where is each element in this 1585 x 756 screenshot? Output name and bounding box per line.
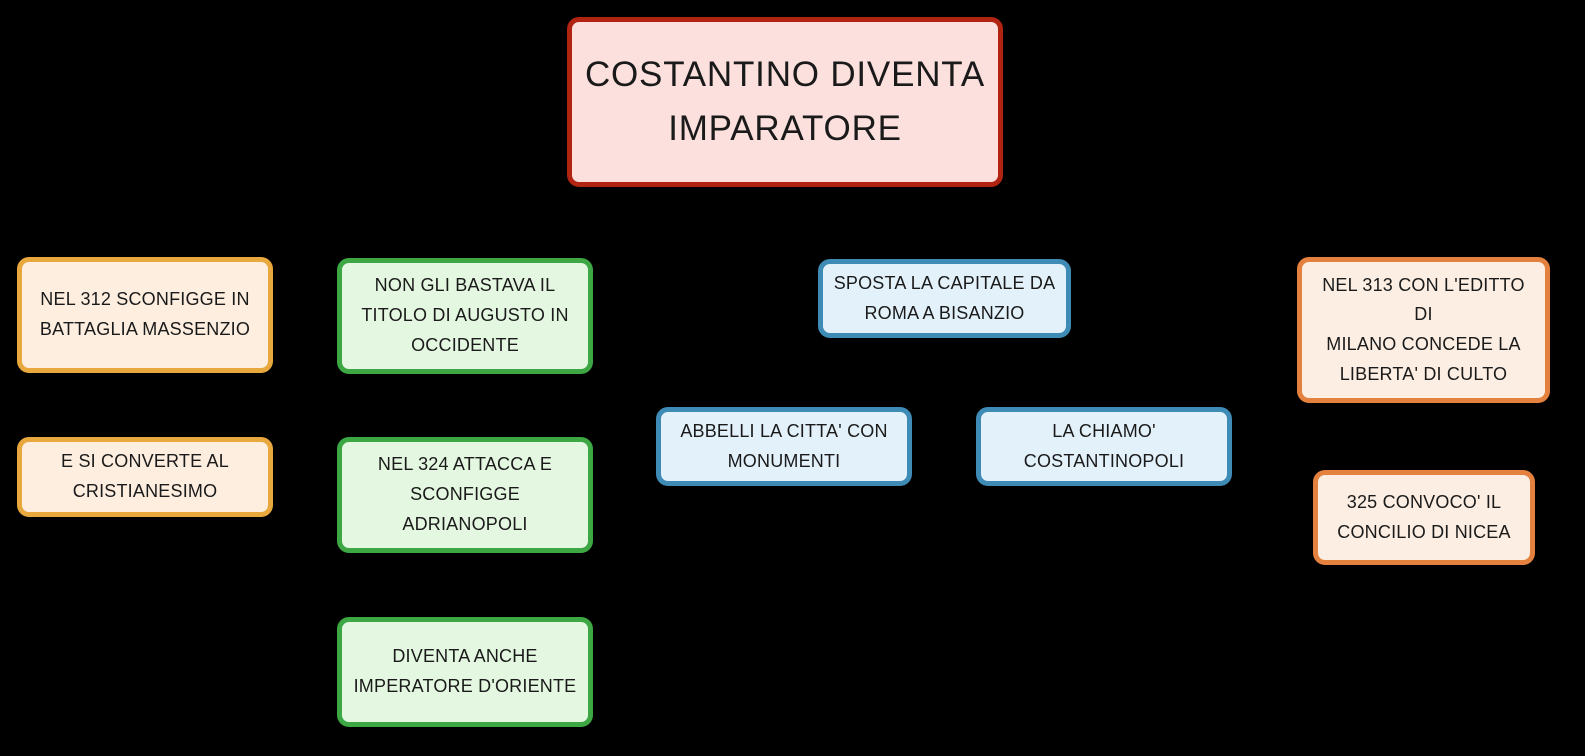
node-sposta-capitale[interactable]: SPOSTA LA CAPITALE DA ROMA A BISANZIO [818,259,1071,338]
node-label: DIVENTA ANCHE IMPERATORE D'ORIENTE [353,646,577,696]
node-chiamo-costantinopoli[interactable]: LA CHIAMO' COSTANTINOPOLI [976,407,1232,486]
node-converte-cristianesimo[interactable]: E SI CONVERTE AL CRISTIANESIMO [17,437,273,517]
node-label: LA CHIAMO' COSTANTINOPOLI [1023,420,1185,471]
node-label: NEL 313 CON L'EDITTO DI MILANO CONCEDE L… [1322,274,1525,384]
node-label: ABBELLI LA CITTA' CON MONUMENTI [680,420,888,471]
node-label: NEL 312 SCONFIGGE IN BATTAGLIA MASSENZIO [39,289,251,339]
node-costantino-diventa-imparatore[interactable]: COSTANTINO DIVENTA IMPARATORE [567,17,1003,187]
node-editto-milano[interactable]: NEL 313 CON L'EDITTO DI MILANO CONCEDE L… [1297,257,1550,403]
node-label: E SI CONVERTE AL CRISTIANESIMO [61,451,229,501]
node-titolo-augusto[interactable]: NON GLI BASTAVA IL TITOLO DI AUGUSTO IN … [337,258,593,374]
node-sconfigge-massenzio[interactable]: NEL 312 SCONFIGGE IN BATTAGLIA MASSENZIO [17,257,273,373]
node-imperatore-oriente[interactable]: DIVENTA ANCHE IMPERATORE D'ORIENTE [337,617,593,727]
node-label: SPOSTA LA CAPITALE DA ROMA A BISANZIO [833,272,1056,323]
node-abbelli-citta[interactable]: ABBELLI LA CITTA' CON MONUMENTI [656,407,912,486]
node-label: NEL 324 ATTACCA E SCONFIGGE ADRIANOPOLI [377,454,553,534]
node-label: COSTANTINO DIVENTA IMPARATORE [584,54,986,148]
node-label: 325 CONVOCO' IL CONCILIO DI NICEA [1337,491,1511,542]
node-attacca-adrianopoli[interactable]: NEL 324 ATTACCA E SCONFIGGE ADRIANOPOLI [337,437,593,553]
node-label: NON GLI BASTAVA IL TITOLO DI AUGUSTO IN … [361,275,569,355]
node-concilio-nicea[interactable]: 325 CONVOCO' IL CONCILIO DI NICEA [1313,470,1535,565]
